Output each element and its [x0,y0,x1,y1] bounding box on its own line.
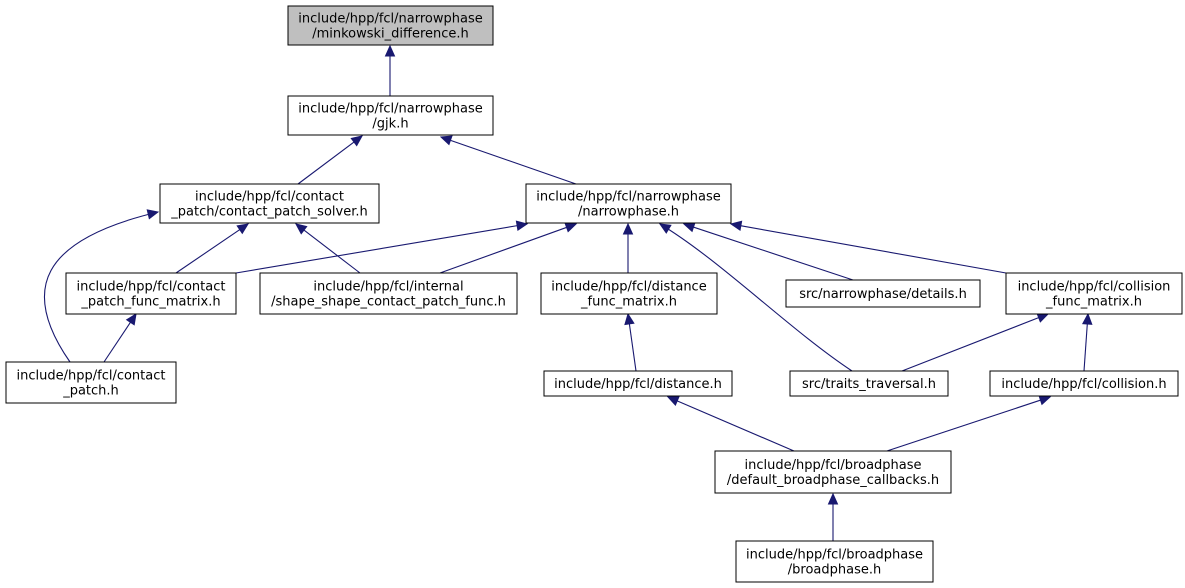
edge-dbc-to-coll [886,395,1052,452]
node-label-line: _patch_func_matrix.h [80,295,220,310]
node-box [525,183,732,224]
node-label-line: include/hpp/fcl/narrowphase [298,102,483,117]
arrowhead [1082,312,1093,325]
node-box [159,183,380,224]
edge-details-to-np [682,222,854,281]
node-box [785,279,981,308]
edge-cfm-to-np [729,220,1007,274]
node-box [287,5,494,46]
node-details[interactable]: src/narrowphase/details.h [785,279,981,308]
node-sscpf[interactable]: include/hpp/fcl/internal/shape_shape_con… [259,272,518,315]
edge-dfm-to-np [622,222,634,273]
edge-sscpf-to-np [439,222,578,274]
node-coll[interactable]: include/hpp/fcl/collision.h [989,370,1179,397]
edge-gjk-to-mink [384,44,396,96]
edge-dist-to-dfm [624,312,637,372]
arrowhead [236,223,250,235]
node-box [735,540,934,583]
arrowhead [1038,395,1052,406]
node-label-line: include/hpp/fcl/narrowphase [536,190,721,205]
node-label-line: _patch.h [62,384,119,399]
node-label-line: include/hpp/fcl/distance.h [554,377,722,392]
edge-dbc-to-dist [666,396,795,452]
edge-cpfm-to-cps [175,223,250,274]
edge-sscpf-to-cps [295,223,361,274]
arrowhead [682,222,696,233]
node-label-line: include/hpp/fcl/contact [195,190,344,205]
arrowhead [350,135,363,147]
arrowhead [1036,312,1050,323]
node-dfm[interactable]: include/hpp/fcl/distance_func_matrix.h [540,272,718,315]
node-box [287,95,494,136]
node-label-line: _patch/contact_patch_solver.h [170,205,368,220]
arrowhead [658,223,672,234]
edge-coll-to-cfm [1082,312,1093,372]
node-box [65,272,237,315]
node-label-line: include/hpp/fcl/collision [1018,280,1171,295]
arrowhead [125,312,137,326]
node-label-line: /default_broadphase_callbacks.h [727,473,939,488]
arrowhead [384,44,396,57]
node-cps[interactable]: include/hpp/fcl/contact_patch/contact_pa… [159,183,380,224]
node-label-line: /shape_shape_contact_patch_func.h [271,295,506,310]
edge-cps-to-gjk [297,135,363,185]
node-dist[interactable]: include/hpp/fcl/distance.h [543,370,733,397]
node-label-line: src/narrowphase/details.h [799,287,967,302]
node-label-line: include/hpp/fcl/distance [551,280,706,295]
arrowhead [622,222,634,235]
arrowhead [564,222,578,233]
node-cp[interactable]: include/hpp/fcl/contact_patch.h [5,361,177,404]
node-box [543,370,733,397]
node-cfm[interactable]: include/hpp/fcl/collision_func_matrix.h [1005,272,1183,315]
node-label-line: /minkowski_difference.h [312,27,469,42]
node-gjk[interactable]: include/hpp/fcl/narrowphase/gjk.h [287,95,494,136]
node-mink: include/hpp/fcl/narrowphase/minkowski_di… [287,5,494,46]
node-label-line: include/hpp/fcl/internal [313,280,463,295]
node-box [5,361,177,404]
edge-cp-to-cps [43,209,160,363]
node-label-line: include/hpp/fcl/contact [77,280,226,295]
node-label-line: include/hpp/fcl/narrowphase [298,12,483,27]
arrowhead [624,312,635,326]
edge-tt-to-np [658,223,853,372]
node-tt[interactable]: src/traits_traversal.h [789,370,949,397]
node-label-line: include/hpp/fcl/contact [17,369,166,384]
arrowhead [295,223,308,235]
edge-tt-to-cfm [901,312,1050,372]
arrowhead [729,220,743,232]
node-label-line: /gjk.h [372,117,408,132]
edge-cpfm-to-np [235,220,529,274]
node-label-line: src/traits_traversal.h [802,377,936,392]
node-label-line: _func_matrix.h [1045,295,1142,310]
arrowhead [439,135,453,146]
node-cpfm[interactable]: include/hpp/fcl/contact_patch_func_matri… [65,272,237,315]
edge-cp-to-cpfm [103,312,137,363]
node-box [714,450,952,494]
node-box [789,370,949,397]
arrowhead [146,209,160,220]
node-label-line: include/hpp/fcl/broadphase [744,458,921,473]
node-box [540,272,718,315]
arrowhead [827,492,839,505]
node-bp[interactable]: include/hpp/fcl/broadphase/broadphase.h [735,540,934,583]
edge-bp-to-dbc [827,492,839,541]
node-label-line: _func_matrix.h [580,295,677,310]
node-label-line: include/hpp/fcl/collision.h [1001,377,1166,392]
node-box [1005,272,1183,315]
arrowhead [666,396,680,406]
edge-np-to-gjk [439,135,577,185]
node-box [989,370,1179,397]
node-label-line: /broadphase.h [788,563,881,578]
node-label-line: /narrowphase.h [578,205,679,220]
node-label-line: include/hpp/fcl/broadphase [746,548,923,563]
node-box [259,272,518,315]
node-dbc[interactable]: include/hpp/fcl/broadphase/default_broad… [714,450,952,494]
arrowhead [515,220,529,231]
node-np[interactable]: include/hpp/fcl/narrowphase/narrowphase.… [525,183,732,224]
